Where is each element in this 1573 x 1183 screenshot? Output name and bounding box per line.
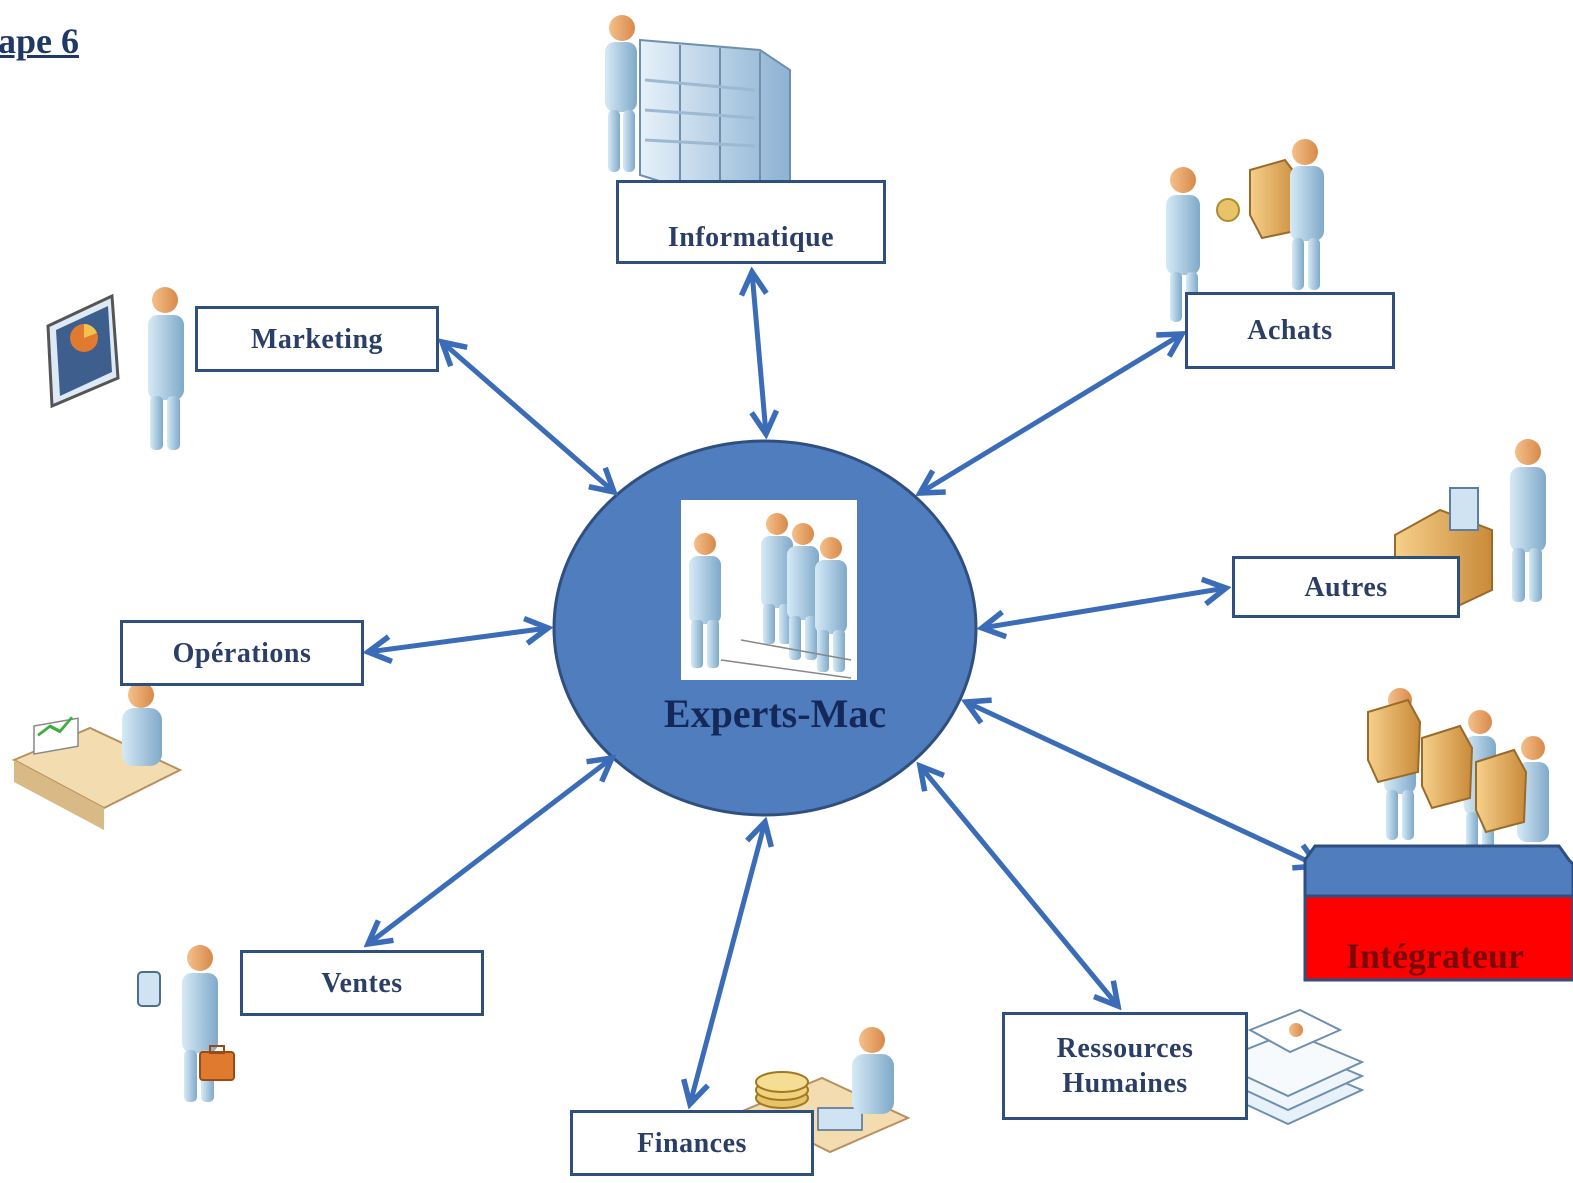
arrow-integrateur [966, 702, 1318, 866]
person-icon [852, 1027, 894, 1114]
arrow-finances [690, 822, 765, 1104]
presentation-board-icon [46, 293, 120, 409]
money-icon [755, 1071, 809, 1109]
person-icon [1510, 439, 1546, 602]
connection-arrows [368, 272, 1318, 1104]
page-title: ape 6 [0, 21, 79, 61]
node-label: Opérations [172, 637, 312, 669]
node-ressources-humaines: Ressources Humaines [1002, 1012, 1248, 1120]
person-icon [182, 945, 218, 1102]
node-label: Finances [637, 1127, 747, 1159]
node-achats: Achats [1185, 292, 1395, 369]
arrow-informatique [752, 272, 766, 434]
node-label: Marketing [250, 323, 384, 355]
node-label: Autres [1304, 571, 1388, 603]
node-finances: Finances [570, 1110, 814, 1176]
person-icon [605, 15, 637, 172]
handheld-icon [137, 971, 161, 1007]
node-operations: Opérations [120, 620, 364, 686]
node-ventes: Ventes [240, 950, 484, 1016]
node-label: Ventes [321, 967, 403, 999]
person-icon [689, 533, 721, 668]
node-label: Informatique [667, 221, 835, 253]
arrow-achats [920, 334, 1182, 493]
node-informatique: Informatique [616, 180, 886, 264]
person-icon [122, 682, 162, 766]
person-icon [815, 537, 847, 672]
box-icon [1367, 698, 1528, 834]
node-label: Intégrateur [1346, 936, 1524, 976]
arrow-operations [368, 628, 548, 652]
node-integrateur [1301, 842, 1573, 982]
person-icon [1290, 139, 1324, 290]
node-label: Achats [1247, 315, 1333, 346]
arrow-ressources [920, 766, 1118, 1006]
node-autres: Autres [1232, 556, 1460, 618]
server-rack-icon [639, 38, 791, 202]
team-photo [681, 500, 857, 680]
center-label: Experts-Mac [663, 691, 887, 736]
arrow-marketing [442, 342, 614, 492]
node-label-line2: Humaines [1062, 1068, 1188, 1099]
arrow-autres [982, 588, 1226, 628]
arrow-ventes [368, 758, 612, 944]
briefcase-icon [199, 1045, 235, 1081]
desk-icon [11, 716, 183, 830]
person-icon [148, 287, 184, 450]
node-label-line1: Ressources [1056, 1033, 1194, 1064]
person-icon [761, 513, 793, 644]
node-marketing: Marketing [195, 306, 439, 372]
documents-icon [1212, 1008, 1365, 1126]
